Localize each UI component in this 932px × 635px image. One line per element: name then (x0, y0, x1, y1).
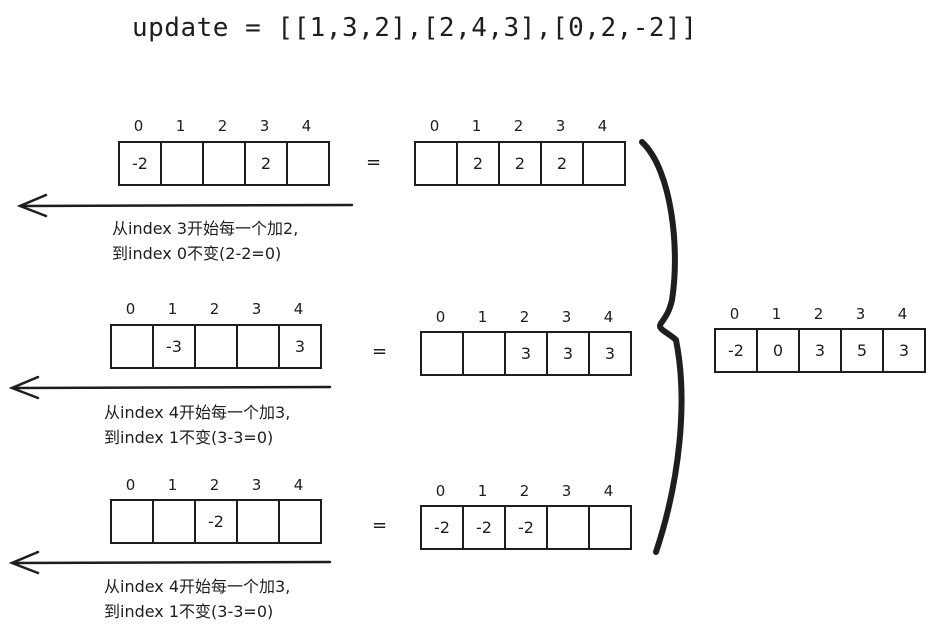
index-label: 3 (855, 305, 866, 323)
final-array: -2 0 3 5 3 (714, 328, 926, 373)
array-cell (204, 143, 246, 184)
result-array-0: 2 2 2 (414, 141, 626, 186)
note-line-1: 从index 3开始每一个加2, (112, 219, 299, 238)
array-cell: 2 (542, 143, 584, 184)
index-label: 3 (251, 300, 262, 318)
note-line-1: 从index 4开始每一个加3, (104, 403, 291, 422)
equals-sign: = (366, 152, 382, 173)
note-line-2: 到index 1不变(3-3=0) (104, 602, 274, 621)
array-cell: 3 (506, 333, 548, 374)
index-label: 0 (133, 117, 144, 135)
array-cell: -2 (464, 507, 506, 548)
diff-array-2: -2 (110, 499, 322, 544)
index-label: 0 (435, 308, 446, 326)
index-label: 2 (813, 305, 824, 323)
array-cell: 2 (246, 143, 288, 184)
array-cell (196, 326, 238, 367)
array-cell (112, 326, 154, 367)
index-label: 4 (293, 476, 304, 494)
array-cell: -2 (506, 507, 548, 548)
array-cell: 2 (500, 143, 542, 184)
index-label: 1 (477, 482, 488, 500)
index-label: 3 (561, 308, 572, 326)
array-cell (548, 507, 590, 548)
index-label: 1 (771, 305, 782, 323)
array-cell (112, 501, 154, 542)
index-label: 4 (597, 117, 608, 135)
array-cell (584, 143, 624, 184)
index-label: 2 (209, 300, 220, 318)
index-label: 1 (477, 308, 488, 326)
note-line-2: 到index 0不变(2-2=0) (112, 244, 282, 263)
array-cell: 3 (294, 337, 306, 356)
note-line-2: 到index 1不变(3-3=0) (104, 428, 274, 447)
array-cell (162, 143, 204, 184)
array-cell: 3 (800, 330, 842, 371)
index-label: 3 (561, 482, 572, 500)
index-label: 1 (167, 476, 178, 494)
index-label: 3 (259, 117, 270, 135)
array-cell (288, 143, 328, 184)
array-cell: -2 (422, 507, 464, 548)
note-line-1: 从index 4开始每一个加3, (104, 577, 291, 596)
result-array-2: -2 -2 -2 (420, 505, 632, 550)
equals-sign: = (372, 341, 388, 362)
index-label: 4 (301, 117, 312, 135)
index-label: 2 (209, 476, 220, 494)
diff-array-0: -2 2 (118, 141, 330, 186)
array-cell (422, 333, 464, 374)
array-cell: 3 (898, 341, 910, 360)
index-label: 1 (175, 117, 186, 135)
equals-sign: = (372, 515, 388, 536)
array-cell: 3 (604, 344, 616, 363)
array-cell: 5 (842, 330, 884, 371)
arrow-row-0 (16, 193, 354, 218)
index-label: 2 (519, 482, 530, 500)
index-label: 2 (519, 308, 530, 326)
array-cell (280, 501, 320, 542)
index-label: 2 (513, 117, 524, 135)
arrow-row-1 (8, 375, 332, 400)
array-cell (464, 333, 506, 374)
array-cell (590, 507, 630, 548)
index-label: 1 (471, 117, 482, 135)
index-label: 4 (603, 308, 614, 326)
array-cell: -2 (196, 501, 238, 542)
update-title: update = [[1,3,2],[2,4,3],[0,2,-2]] (132, 13, 698, 43)
index-label: 0 (729, 305, 740, 323)
diff-array-1: -3 3 (110, 324, 322, 369)
array-cell (416, 143, 458, 184)
array-cell: 3 (548, 333, 590, 374)
index-label: 3 (251, 476, 262, 494)
index-label: 2 (217, 117, 228, 135)
index-label: 0 (429, 117, 440, 135)
array-cell: -3 (154, 326, 196, 367)
array-cell: 0 (758, 330, 800, 371)
arrow-row-2 (8, 550, 332, 575)
index-label: 4 (603, 482, 614, 500)
index-label: 4 (897, 305, 908, 323)
array-cell (238, 501, 280, 542)
index-label: 4 (293, 300, 304, 318)
index-label: 0 (125, 300, 136, 318)
array-cell (154, 501, 196, 542)
index-label: 0 (435, 482, 446, 500)
index-label: 0 (125, 476, 136, 494)
result-array-1: 3 3 3 (420, 331, 632, 376)
array-cell: -2 (716, 330, 758, 371)
array-cell: 2 (458, 143, 500, 184)
array-cell: -2 (120, 143, 162, 184)
index-label: 3 (555, 117, 566, 135)
curly-brace (639, 139, 685, 555)
index-label: 1 (167, 300, 178, 318)
array-cell (238, 326, 280, 367)
